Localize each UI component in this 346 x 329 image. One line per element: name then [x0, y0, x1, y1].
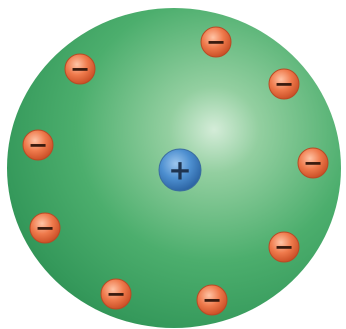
plus-icon: +: [168, 154, 191, 187]
electron: −: [269, 232, 299, 262]
minus-icon: −: [206, 28, 226, 56]
electron: −: [269, 69, 299, 99]
minus-icon: −: [202, 286, 222, 314]
minus-icon: −: [35, 214, 55, 242]
electron: −: [197, 285, 227, 315]
minus-icon: −: [70, 55, 90, 83]
electron: −: [23, 130, 53, 160]
minus-icon: −: [274, 233, 294, 261]
electron: −: [201, 27, 231, 57]
minus-icon: −: [106, 280, 126, 308]
minus-icon: −: [28, 131, 48, 159]
electron: −: [298, 148, 328, 178]
minus-icon: −: [303, 149, 323, 177]
electron: −: [30, 213, 60, 243]
electron: −: [101, 279, 131, 309]
nucleus: +: [159, 149, 201, 191]
electron: −: [65, 54, 95, 84]
minus-icon: −: [274, 70, 294, 98]
